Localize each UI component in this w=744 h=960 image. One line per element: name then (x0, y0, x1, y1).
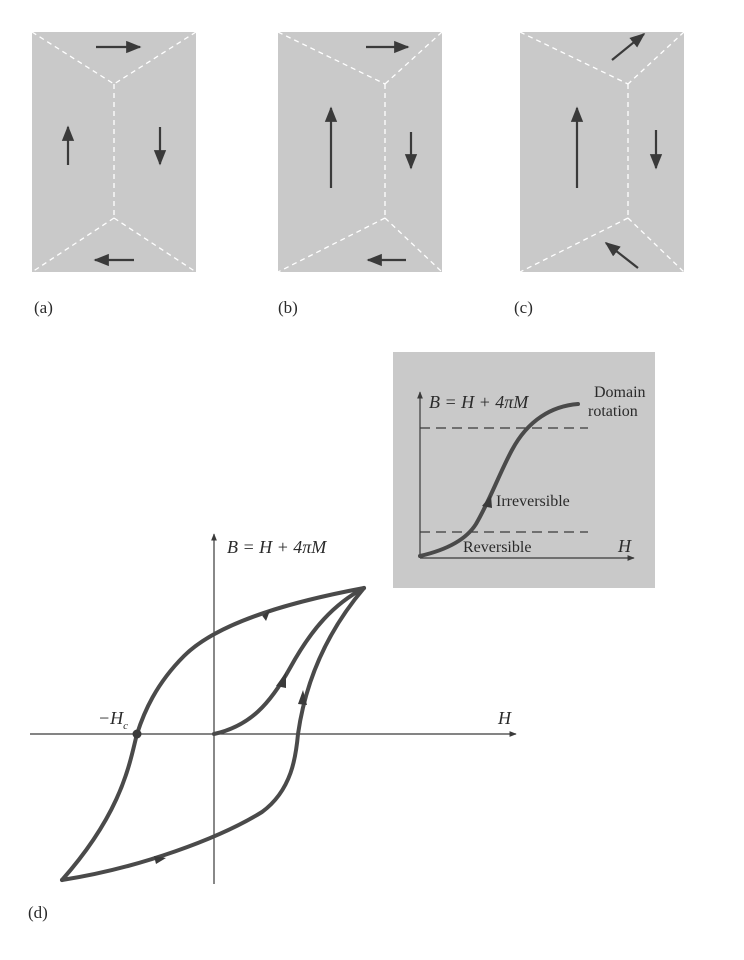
inset-label-irreversible: Irreversible (496, 493, 570, 510)
panel-label-a: (a) (34, 298, 53, 317)
return-branch-arrow (298, 690, 307, 705)
initial-curve-arrow (276, 672, 286, 688)
coercive-point (132, 729, 142, 739)
initial-magnetization-curve (212, 586, 366, 736)
domain-panel-a (31, 31, 197, 273)
lower-branch-arrow (154, 856, 166, 864)
inset-direction-arrow (482, 495, 492, 508)
inset-magnetization-curve (393, 352, 655, 588)
inset-label-reversible: Reversible (463, 539, 531, 556)
domain-panel-c (519, 31, 685, 273)
inset-label-rotation: rotation (588, 403, 638, 420)
upper-branch-arrow (262, 608, 271, 621)
coercive-field-main: −H (98, 708, 124, 728)
domain-arrow-top (611, 33, 646, 61)
inset-magnetization-path (418, 402, 580, 558)
coercive-field-subscript: c (123, 720, 128, 732)
panel-label-d: (d) (28, 903, 48, 922)
inset-label-domain: Domain (594, 384, 646, 401)
inset-y-axis-label: B = H + 4πM (429, 392, 529, 412)
hysteresis-x-axis-label: H (497, 708, 512, 728)
domain-arrow-bottom (604, 242, 639, 269)
coercive-field-label: −Hc (98, 708, 128, 732)
hysteresis-plot (30, 533, 517, 884)
panel-label-c: (c) (514, 298, 533, 317)
inset-x-axis-label: H (617, 536, 632, 556)
domain-panel-b (277, 31, 443, 273)
panel-label-b: (b) (278, 298, 298, 317)
hysteresis-upper-branch (60, 586, 366, 882)
hysteresis-y-axis-label: B = H + 4πM (227, 537, 327, 557)
